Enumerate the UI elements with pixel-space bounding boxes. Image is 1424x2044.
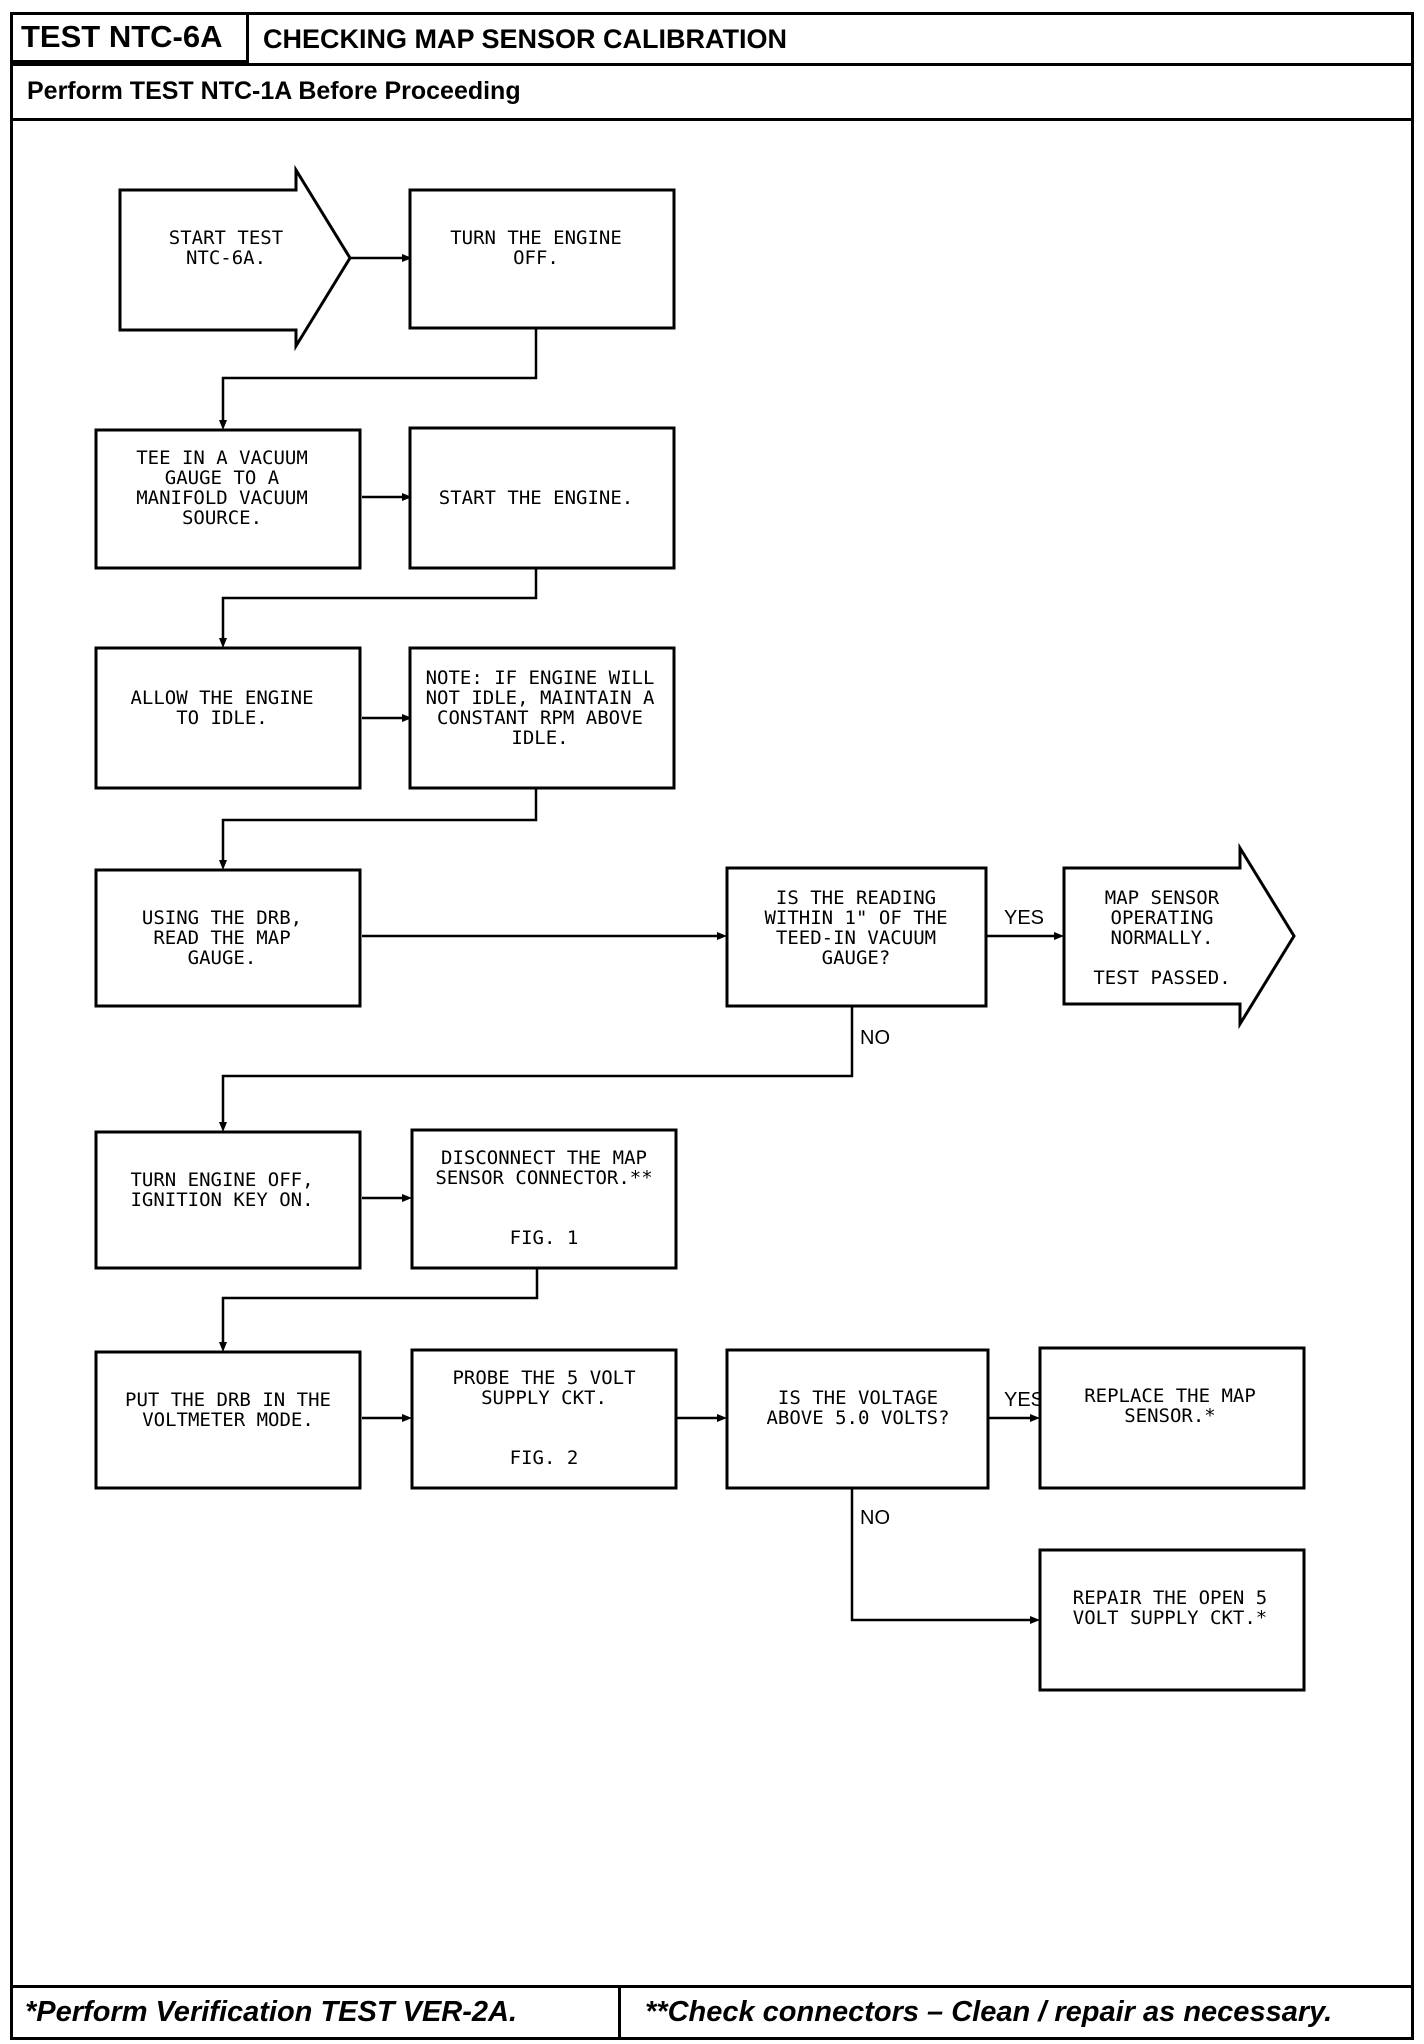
step-tee-line-3: MANIFOLD VACUUM	[136, 487, 308, 509]
step-turn-engine-off: TURN THE ENGINE OFF.	[408, 188, 676, 330]
decision-voltage-above: IS THE VOLTAGE ABOVE 5.0 VOLTS?	[725, 1348, 990, 1490]
prerequisite-note: Perform TEST NTC-1A Before Proceeding	[13, 63, 1411, 121]
step-using-drb-line-2: READ THE MAP	[153, 927, 290, 949]
step-turn-engine-off-line-2: OFF.	[513, 247, 559, 269]
terminal-replace-map: REPLACE THE MAP SENSOR.*	[1038, 1346, 1306, 1490]
step-using-drb-line-3: GAUGE.	[188, 947, 257, 969]
step-disconnect-map: DISCONNECT THE MAP SENSOR CONNECTOR.** F…	[410, 1128, 678, 1270]
yes-label-reading: YES	[1004, 907, 1044, 929]
step-probe-fig: FIG. 2	[510, 1447, 579, 1469]
step-probe-line-1: PROBE THE 5 VOLT	[452, 1367, 635, 1389]
decision-reading-line-2: WITHIN 1" OF THE	[764, 907, 947, 929]
step-using-drb-line-1: USING THE DRB,	[142, 907, 302, 929]
decision-voltage-line-1: IS THE VOLTAGE	[778, 1387, 938, 1409]
step-allow-idle-line-1: ALLOW THE ENGINE	[130, 687, 313, 709]
terminal-map-ok-line-1: MAP SENSOR	[1105, 887, 1220, 909]
connector-disconnect-to-drb-mode	[221, 1268, 539, 1346]
step-tee-line-1: TEE IN A VACUUM	[136, 447, 308, 469]
terminal-map-sensor-ok: MAP SENSOR OPERATING NORMALLY. TEST PASS…	[1062, 842, 1296, 1030]
no-label-reading: NO	[860, 1027, 890, 1049]
step-allow-idle-line-2: TO IDLE.	[176, 707, 268, 729]
step-tee-line-4: SOURCE.	[182, 507, 262, 529]
terminal-map-ok-line-3: NORMALLY.	[1111, 927, 1214, 949]
step-note-line-2: NOT IDLE, MAINTAIN A	[426, 687, 655, 709]
step-key-on-line-2: IGNITION KEY ON.	[130, 1189, 313, 1211]
step-disconnect-line-2: SENSOR CONNECTOR.**	[435, 1167, 652, 1189]
step-turn-engine-off-line-1: TURN THE ENGINE	[450, 227, 622, 249]
connector-off-to-tee	[221, 328, 538, 424]
step-put-drb-voltmeter: PUT THE DRB IN THE VOLTMETER MODE.	[94, 1350, 362, 1490]
connector-start-engine-to-idle	[221, 568, 538, 642]
decision-voltage-line-2: ABOVE 5.0 VOLTS?	[766, 1407, 949, 1429]
footer-divider	[618, 1988, 621, 2037]
footer-verification-note: *Perform Verification TEST VER-2A.	[25, 1996, 518, 2028]
flow-connectors	[219, 254, 1064, 1624]
footer: *Perform Verification TEST VER-2A. **Che…	[13, 1985, 1411, 2037]
step-probe-5v: PROBE THE 5 VOLT SUPPLY CKT. FIG. 2	[410, 1348, 678, 1490]
step-put-drb-line-1: PUT THE DRB IN THE	[125, 1389, 331, 1411]
terminal-map-ok-line-2: OPERATING	[1111, 907, 1214, 929]
terminal-repair-line-2: VOLT SUPPLY CKT.*	[1073, 1607, 1267, 1629]
no-label-voltage: NO	[860, 1507, 890, 1529]
connector-note-to-drb	[221, 788, 538, 864]
step-note-rpm: NOTE: IF ENGINE WILL NOT IDLE, MAINTAIN …	[408, 646, 676, 790]
terminal-replace-line-2: SENSOR.*	[1124, 1405, 1216, 1427]
step-turn-engine-off-key-on: TURN ENGINE OFF, IGNITION KEY ON.	[94, 1130, 362, 1270]
test-id-label: TEST NTC-6A	[13, 15, 249, 63]
step-disconnect-line-1: DISCONNECT THE MAP	[441, 1147, 647, 1169]
decision-reading-line-3: TEED-IN VACUUM	[776, 927, 936, 949]
step-note-line-4: IDLE.	[511, 727, 568, 749]
step-start-engine-line-1: START THE ENGINE.	[439, 487, 633, 509]
start-line-1: START TEST	[169, 227, 283, 249]
step-key-on-line-1: TURN ENGINE OFF,	[130, 1169, 313, 1191]
terminal-map-ok-line-5: TEST PASSED.	[1093, 967, 1230, 989]
connector-question-no	[221, 1006, 854, 1126]
step-note-line-1: NOTE: IF ENGINE WILL	[426, 667, 655, 689]
step-allow-idle: ALLOW THE ENGINE TO IDLE.	[94, 646, 362, 790]
terminal-replace-line-1: REPLACE THE MAP	[1084, 1385, 1256, 1407]
step-tee-vacuum-gauge: TEE IN A VACUUM GAUGE TO A MANIFOLD VACU…	[94, 428, 362, 570]
step-tee-line-2: GAUGE TO A	[165, 467, 280, 489]
terminal-repair-line-1: REPAIR THE OPEN 5	[1073, 1587, 1267, 1609]
flowchart-start: START TEST NTC-6A.	[118, 164, 352, 352]
decision-reading-line-1: IS THE READING	[776, 887, 936, 909]
step-using-drb: USING THE DRB, READ THE MAP GAUGE.	[94, 868, 362, 1008]
step-disconnect-fig: FIG. 1	[510, 1227, 579, 1249]
start-line-2: NTC-6A.	[186, 247, 266, 269]
step-probe-line-2: SUPPLY CKT.	[481, 1387, 607, 1409]
step-put-drb-line-2: VOLTMETER MODE.	[142, 1409, 314, 1431]
connector-voltage-no	[850, 1488, 1034, 1622]
step-note-line-3: CONSTANT RPM ABOVE	[437, 707, 643, 729]
footer-connector-note: **Check connectors – Clean / repair as n…	[645, 1996, 1333, 2028]
page-title: CHECKING MAP SENSOR CALIBRATION	[263, 24, 788, 54]
terminal-repair-open: REPAIR THE OPEN 5 VOLT SUPPLY CKT.*	[1038, 1548, 1306, 1692]
decision-reading-line-4: GAUGE?	[822, 947, 891, 969]
step-start-engine: START THE ENGINE.	[408, 426, 676, 570]
yes-label-voltage: YES	[1004, 1389, 1044, 1411]
page-frame: TEST NTC-6A CHECKING MAP SENSOR CALIBRAT…	[10, 12, 1414, 2040]
decision-reading-within: IS THE READING WITHIN 1" OF THE TEED-IN …	[725, 866, 988, 1008]
